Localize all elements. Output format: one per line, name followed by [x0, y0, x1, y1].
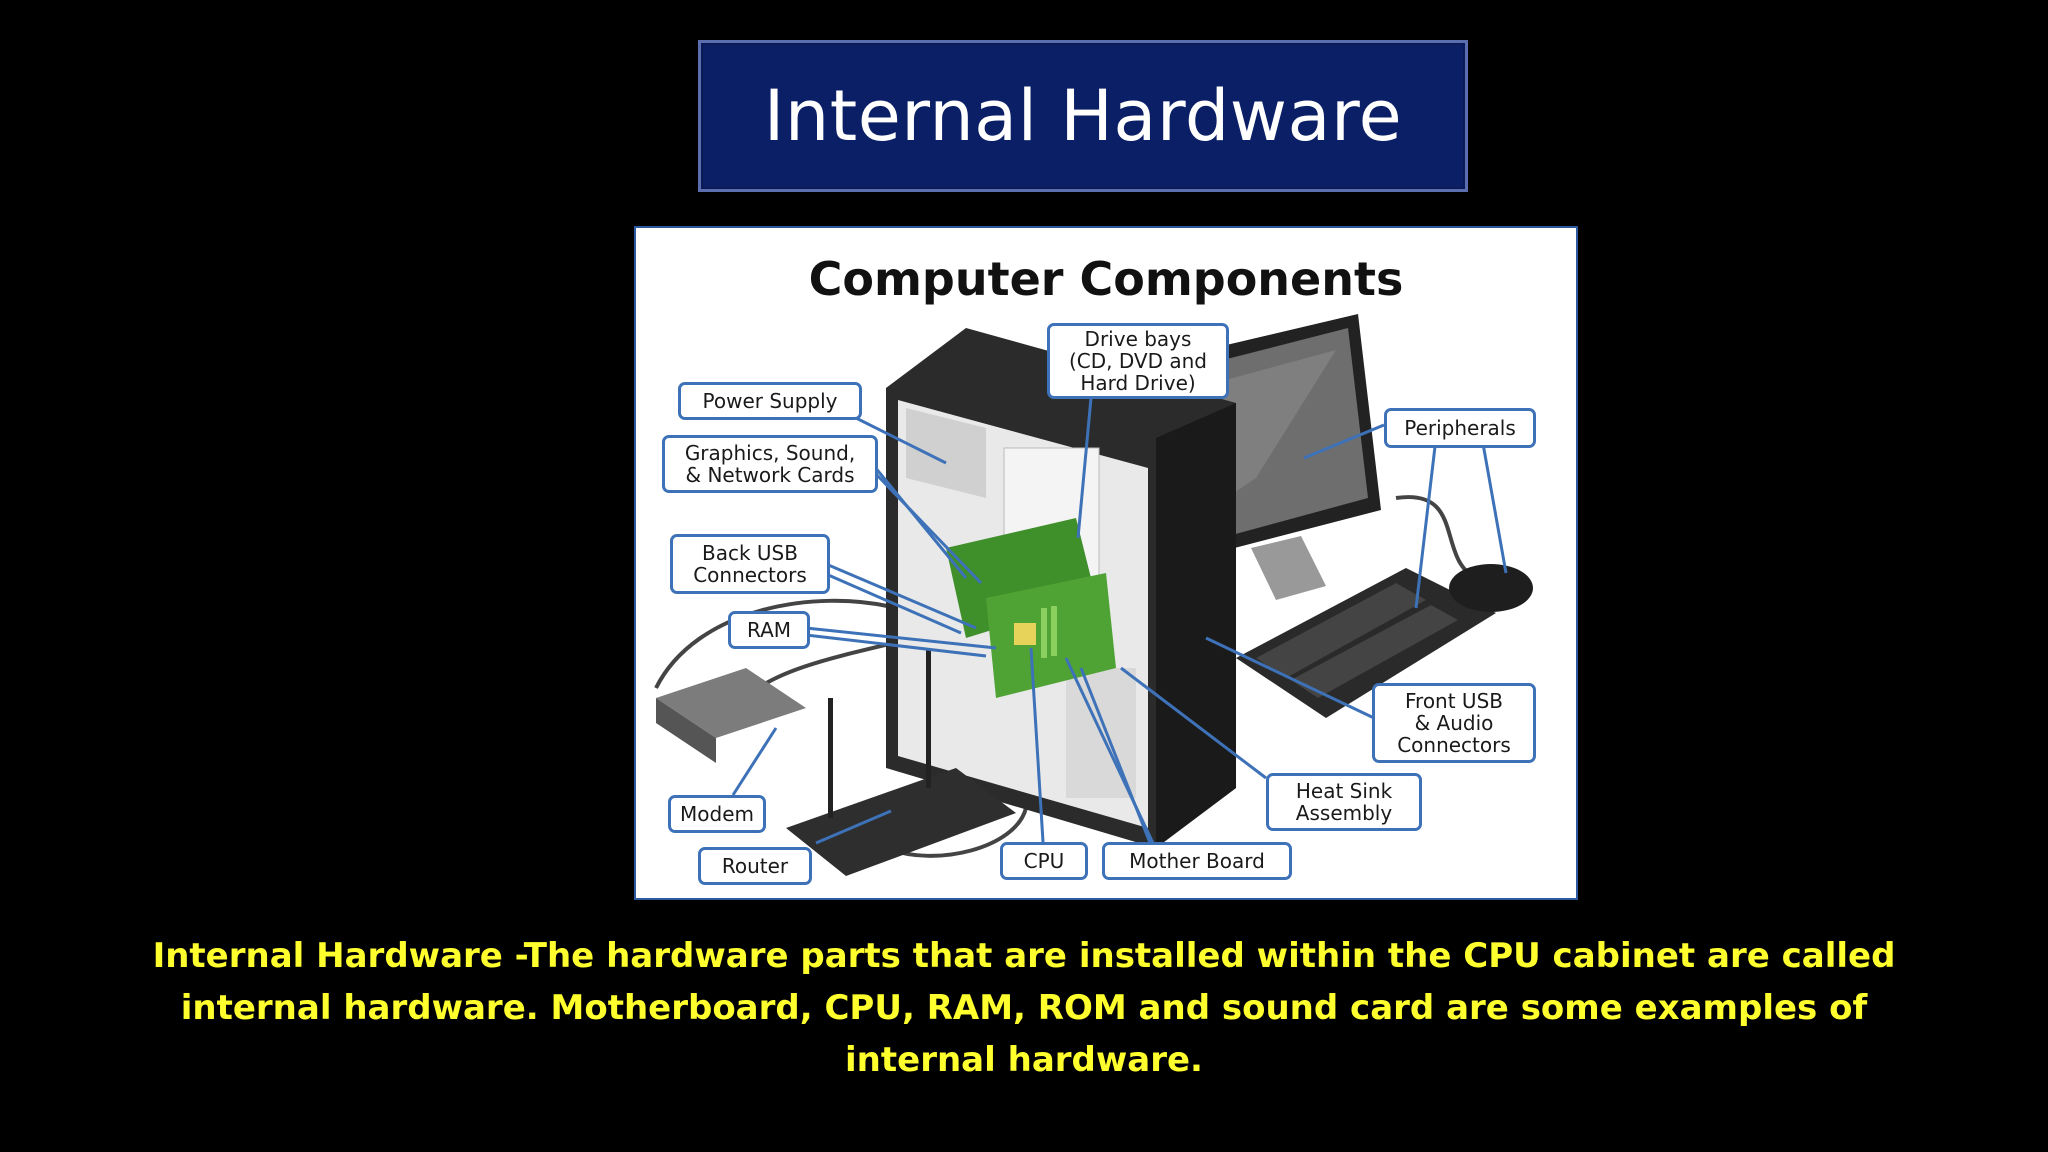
callout-back-usb: Back USB Connectors — [670, 534, 830, 594]
computer-components-diagram: Computer Components Drive bays (CD, DVD … — [634, 226, 1578, 900]
modem-side — [656, 698, 716, 763]
slide-title: Internal Hardware — [763, 75, 1403, 157]
power-supply-unit — [906, 408, 986, 498]
monitor-stand — [1251, 536, 1326, 600]
callout-cards: Graphics, Sound, & Network Cards — [662, 435, 878, 493]
router-device — [786, 768, 1016, 876]
mouse-cable — [1395, 495, 1477, 580]
figure-title: Computer Components — [808, 252, 1404, 306]
cpu-chip — [1014, 623, 1036, 645]
callout-peripherals: Peripherals — [1384, 408, 1536, 448]
callout-front-usb: Front USB & Audio Connectors — [1372, 683, 1536, 763]
computer-illustration — [654, 314, 1533, 876]
cable — [654, 598, 897, 689]
callout-router: Router — [698, 847, 812, 885]
slide-caption: Internal Hardware -The hardware parts th… — [152, 936, 1896, 1080]
mouse — [1449, 564, 1533, 612]
callout-ram: RAM — [728, 611, 810, 649]
callout-cpu: CPU — [1000, 842, 1088, 880]
callout-drive-bays: Drive bays (CD, DVD and Hard Drive) — [1047, 323, 1229, 399]
slide-title-box: Internal Hardware — [698, 40, 1468, 192]
ram-sticks — [1041, 606, 1057, 658]
router-antenna — [828, 698, 833, 818]
callout-modem: Modem — [668, 795, 766, 833]
callout-lines — [731, 397, 1508, 859]
modem-device — [656, 668, 806, 738]
tower-front — [1156, 403, 1236, 848]
keyboard-keys — [1256, 583, 1458, 698]
callout-heat-sink: Heat Sink Assembly — [1266, 773, 1422, 831]
callout-mother-board: Mother Board — [1102, 842, 1292, 880]
callout-power-supply: Power Supply — [678, 382, 862, 420]
router-antenna — [926, 648, 931, 788]
